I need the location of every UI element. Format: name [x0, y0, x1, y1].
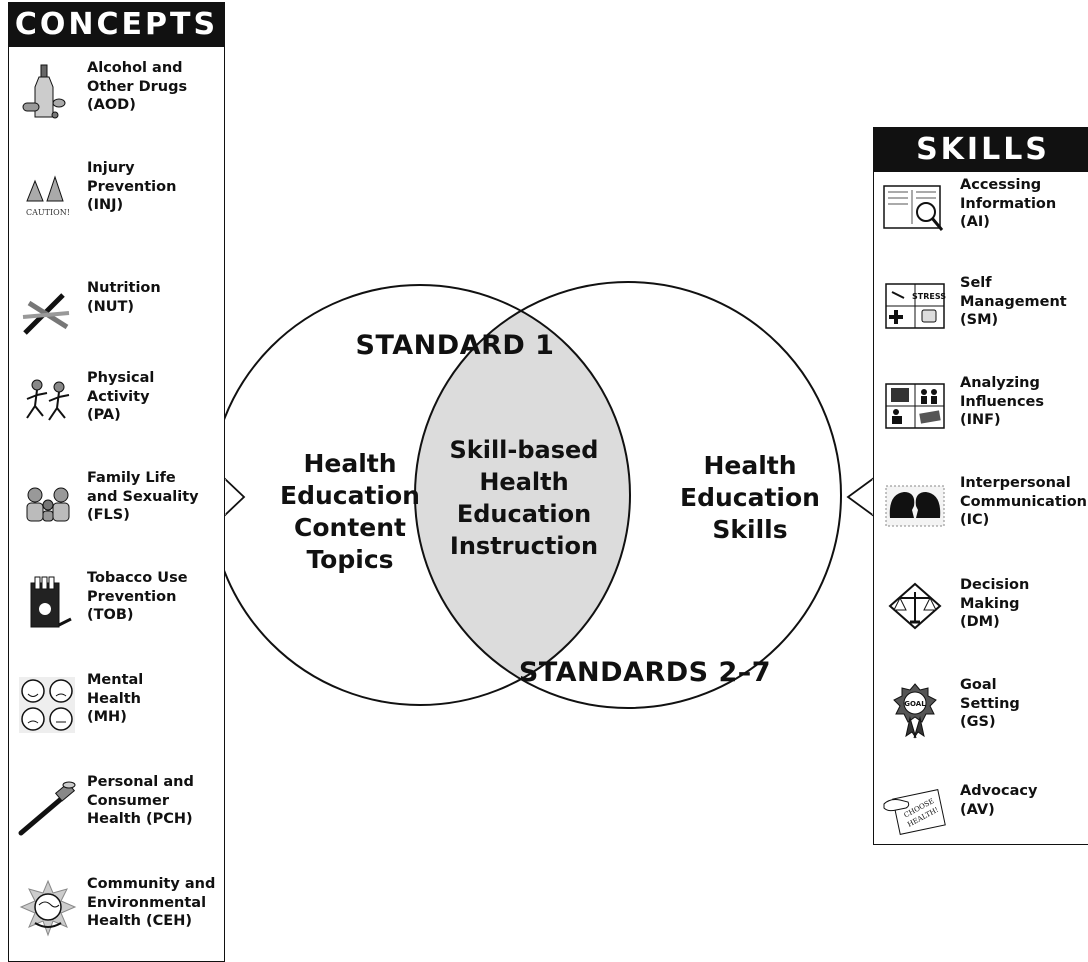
svg-text:CAUTION!: CAUTION! — [26, 208, 70, 217]
concepts-panel: CONCEPTS Alcohol and Other Drugs (AOD) C… — [8, 2, 225, 962]
caution-cones-icon: CAUTION! — [26, 175, 70, 217]
concept-label: Tobacco Use Prevention (TOB) — [87, 570, 188, 623]
skill-label: Advocacy (AV) — [960, 783, 1038, 818]
skills-panel: SKILLS Accessing Information (AI) STRESS… — [873, 127, 1088, 845]
concept-item-ceh: Community and Environmental Health (CEH) — [9, 876, 224, 959]
skill-item-av: CHOOSE HEALTH! Advocacy (AV) — [874, 783, 1088, 866]
scales-icon — [888, 582, 942, 630]
svg-text:GOAL: GOAL — [904, 700, 926, 708]
concept-item-pa: Physical Activity (PA) — [9, 370, 224, 453]
concepts-header: CONCEPTS — [9, 3, 224, 47]
education-skills-label: Health Education Skills — [680, 451, 820, 544]
goal-ribbon-icon: GOAL — [893, 683, 937, 739]
runners-icon — [26, 379, 70, 421]
concepts-pointer — [223, 475, 246, 519]
cigarette-pack-icon — [30, 576, 72, 628]
skill-item-gs: GOAL Goal Setting (GS) — [874, 677, 1088, 760]
skill-item-dm: Decision Making (DM) — [874, 577, 1088, 660]
concept-item-inj: CAUTION! Injury Prevention (INJ) — [9, 160, 224, 243]
faces-icon — [19, 677, 75, 733]
skill-item-ic: Interpersonal Communication (IC) — [874, 475, 1088, 558]
skill-label: Interpersonal Communication (IC) — [960, 475, 1088, 528]
skills-pointer — [846, 476, 875, 518]
standards-2-7-label: STANDARDS 2–7 — [518, 657, 772, 688]
skill-label: Analyzing Influences (INF) — [960, 375, 1045, 428]
skills-header: SKILLS — [874, 128, 1088, 172]
skill-label: Accessing Information (AI) — [960, 177, 1057, 230]
book-magnifier-icon — [883, 185, 944, 231]
choose-health-sign-icon: CHOOSE HEALTH! — [883, 789, 946, 835]
concept-label: Nutrition (NUT) — [87, 280, 161, 315]
concept-label: Personal and Consumer Health (PCH) — [87, 774, 194, 827]
concept-label: Mental Health (MH) — [87, 672, 144, 725]
bottle-pills-icon — [22, 64, 66, 119]
concept-item-pch: Personal and Consumer Health (PCH) — [9, 774, 224, 857]
skill-label: Decision Making (DM) — [960, 577, 1030, 630]
concept-item-mh: Mental Health (MH) — [9, 672, 224, 755]
concept-item-tob: Tobacco Use Prevention (TOB) — [9, 570, 224, 653]
skill-label: Self Management (SM) — [960, 275, 1067, 328]
concept-label: Family Life and Sexuality (FLS) — [87, 470, 199, 523]
svg-text:STRESS: STRESS — [912, 292, 946, 301]
concept-item-nut: Nutrition (NUT) — [9, 280, 224, 363]
talking-heads-icon — [885, 485, 945, 527]
concept-label: Injury Prevention (INJ) — [87, 160, 177, 213]
standard-1-label: STANDARD 1 — [355, 330, 555, 361]
skill-based-instruction-label: Skill-based Health Education Instruction — [449, 436, 599, 560]
concept-item-aod: Alcohol and Other Drugs (AOD) — [9, 60, 224, 143]
toothbrush-icon — [18, 781, 76, 836]
family-icon — [26, 487, 70, 522]
concept-label: Physical Activity (PA) — [87, 370, 155, 423]
utensils-icon — [22, 293, 70, 335]
skill-item-inf: Analyzing Influences (INF) — [874, 375, 1088, 458]
stress-grid-icon: STRESS — [885, 283, 946, 329]
concept-label: Alcohol and Other Drugs (AOD) — [87, 60, 188, 113]
concept-item-fls: Family Life and Sexuality (FLS) — [9, 470, 224, 553]
skill-item-ai: Accessing Information (AI) — [874, 177, 1088, 260]
media-influences-icon — [885, 383, 945, 429]
skill-label: Goal Setting (GS) — [960, 677, 1020, 730]
skill-item-sm: STRESS Self Management (SM) — [874, 275, 1088, 358]
concept-label: Community and Environmental Health (CEH) — [87, 876, 216, 929]
globe-hand-icon — [19, 879, 77, 937]
content-topics-label: Health Education Content Topics — [280, 449, 420, 574]
